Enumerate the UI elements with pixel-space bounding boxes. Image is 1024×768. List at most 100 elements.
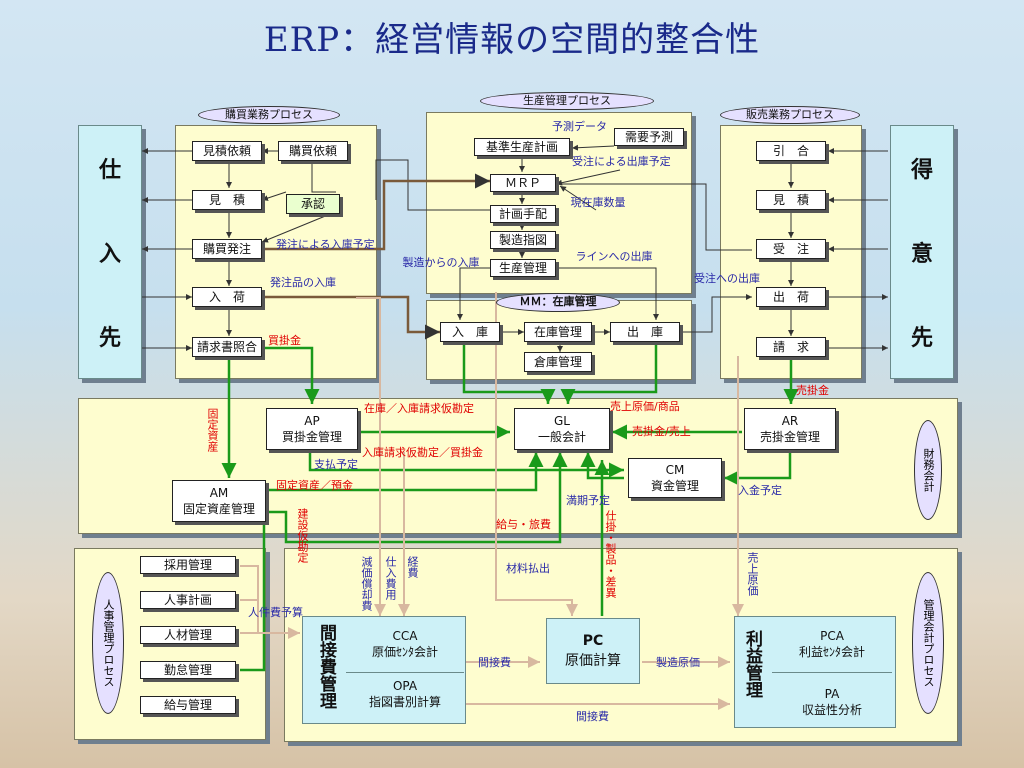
receipt-from-mfg-label: 製造からの入庫	[402, 256, 480, 269]
ar-box[interactable]: AR 売掛金管理	[744, 408, 836, 450]
warehouse-mgmt-box[interactable]: 倉庫管理	[524, 352, 592, 372]
customer-box: 得 意 先	[890, 125, 954, 379]
inbound-box[interactable]: 入 庫	[440, 322, 500, 342]
expenses-label: 経費	[406, 556, 419, 578]
pa-label: 収益性分析	[801, 703, 862, 717]
purchase-request-box[interactable]: 購買依頼	[278, 141, 348, 161]
hr-process-pill: 人事管理プロセス	[92, 572, 124, 714]
production-mgmt-box[interactable]: 生産管理	[490, 259, 556, 277]
billing-box[interactable]: 請 求	[756, 337, 826, 357]
material-issue-label: 材料払出	[506, 562, 550, 575]
hr-plan-box[interactable]: 人事計画	[140, 591, 236, 609]
opa-label: 指図書別計算	[368, 695, 441, 709]
pca-label: 利益ｾﾝﾀ会計	[798, 645, 865, 659]
am-box[interactable]: AM 固定資産管理	[172, 480, 266, 522]
demand-forecast-box[interactable]: 需要予測	[614, 128, 684, 146]
pca-block[interactable]: PCA 利益ｾﾝﾀ会計	[774, 628, 890, 660]
cca-code: CCA	[392, 629, 418, 643]
mps-box[interactable]: 基準生産計画	[474, 138, 570, 156]
po-receipt-plan-label: 発注による入庫予定	[276, 238, 375, 251]
quote-request-box[interactable]: 見積依頼	[192, 141, 262, 161]
mgmt-process-pill: 管理会計プロセス	[912, 572, 944, 714]
pca-code: PCA	[820, 629, 844, 643]
customer-char-1: 得	[910, 158, 933, 183]
temp-ap-label: 入庫請求仮勘定／買掛金	[362, 446, 483, 459]
order-shipment-plan-label: 受注による出庫予定	[572, 155, 671, 168]
am-code: AM	[209, 486, 229, 500]
supplier-char-3: 先	[98, 326, 121, 351]
pa-code: PA	[824, 687, 840, 701]
cca-block[interactable]: CCA 原価ｾﾝﾀ会計	[348, 628, 462, 660]
approval-box[interactable]: 承認	[286, 194, 340, 214]
pa-block[interactable]: PA 収益性分析	[774, 686, 890, 718]
mrp-box[interactable]: ＭＲＰ	[490, 174, 556, 192]
construction-label: 建設仮勘定	[296, 508, 309, 563]
customer-char-3: 先	[910, 326, 933, 351]
finance-pill: 財務会計	[914, 420, 942, 520]
sales-process-pill: 販売業務プロセス	[720, 106, 860, 124]
payables-label: 買掛金	[268, 334, 301, 347]
mfg-cost-label: 製造原価	[656, 656, 700, 669]
cca-label: 原価ｾﾝﾀ会計	[371, 645, 438, 659]
sales-order-box[interactable]: 受 注	[756, 239, 826, 259]
ap-box[interactable]: AP 買掛金管理	[266, 408, 358, 450]
hr-talent-box[interactable]: 人材管理	[140, 626, 236, 644]
profit-mgmt-label: 利益管理	[742, 630, 762, 698]
indirect-cost-mgmt-label: 間接費管理	[316, 624, 336, 709]
page-title: ERP：経営情報の空間的整合性	[263, 20, 761, 60]
depreciation-label: 減価償却費	[360, 556, 373, 611]
salary-travel-label: 給与・旅費	[496, 518, 551, 531]
purchase-order-box[interactable]: 購買発注	[192, 239, 262, 259]
fixed-assets-label: 固定資産	[206, 408, 219, 452]
mm-pill: ＭＭ：在庫管理	[496, 293, 620, 312]
gl-box[interactable]: GL 一般会計	[514, 408, 610, 450]
outbound-box[interactable]: 出 庫	[610, 322, 680, 342]
receivables-label: 売掛金	[796, 384, 829, 397]
indirect-cost-label-2: 間接費	[576, 710, 609, 723]
gl-code: GL	[554, 414, 570, 428]
maturity-plan-label: 満期予定	[566, 494, 610, 507]
production-order-box[interactable]: 製造指図	[490, 231, 556, 249]
cm-box[interactable]: CM 資金管理	[628, 458, 722, 498]
ship-to-order-label: 受注への出庫	[694, 272, 760, 285]
planned-order-box[interactable]: 計画手配	[490, 205, 556, 223]
line-issue-label: ラインへの出庫	[575, 250, 653, 263]
estimate-box[interactable]: 見 積	[192, 190, 262, 210]
pc-box[interactable]: PC 原価計算	[546, 618, 640, 684]
invoice-match-box[interactable]: 請求書照合	[192, 337, 262, 357]
shipping-box[interactable]: 出 荷	[756, 287, 826, 307]
hr-attendance-box[interactable]: 勤怠管理	[140, 661, 236, 679]
fixed-deposit-label: 固定資産／預金	[276, 479, 353, 492]
gl-label: 一般会計	[537, 430, 586, 444]
cm-label: 資金管理	[650, 479, 699, 493]
indirect-cost-mgmt-box	[302, 616, 466, 724]
hr-payroll-box[interactable]: 給与管理	[140, 696, 236, 714]
supplier-char-1: 仕	[98, 158, 121, 183]
pc-code: PC	[582, 633, 604, 649]
opa-block[interactable]: OPA 指図書別計算	[348, 678, 462, 710]
purchasing-process-pill: 購買業務プロセス	[198, 106, 340, 124]
ar-code: AR	[781, 414, 799, 428]
pc-label: 原価計算	[565, 653, 621, 669]
cm-code: CM	[665, 463, 685, 477]
wip-variance-label: 仕掛・製品・差異	[604, 510, 617, 598]
inventory-mgmt-box[interactable]: 在庫管理	[524, 322, 592, 342]
ar-label: 売掛金管理	[759, 430, 820, 444]
cca-opa-divider	[346, 672, 464, 673]
hr-recruit-box[interactable]: 採用管理	[140, 556, 236, 574]
customer-char-2: 意	[910, 242, 933, 267]
supplier-box: 仕 入 先	[78, 125, 142, 379]
goods-receipt-box[interactable]: 入 荷	[192, 287, 262, 307]
pca-pa-divider	[772, 672, 892, 673]
ar-sales-label: 売掛金/売上	[632, 425, 691, 438]
indirect-cost-label-1: 間接費	[478, 656, 511, 669]
ap-label: 買掛金管理	[281, 430, 342, 444]
opa-code: OPA	[392, 679, 418, 693]
stock-qty-label: 現在庫数量	[570, 196, 626, 209]
forecast-data-label: 予測データ	[552, 120, 607, 133]
sales-estimate-box[interactable]: 見 積	[756, 190, 826, 210]
inquiry-box[interactable]: 引 合	[756, 141, 826, 161]
supplier-char-2: 入	[98, 242, 121, 267]
